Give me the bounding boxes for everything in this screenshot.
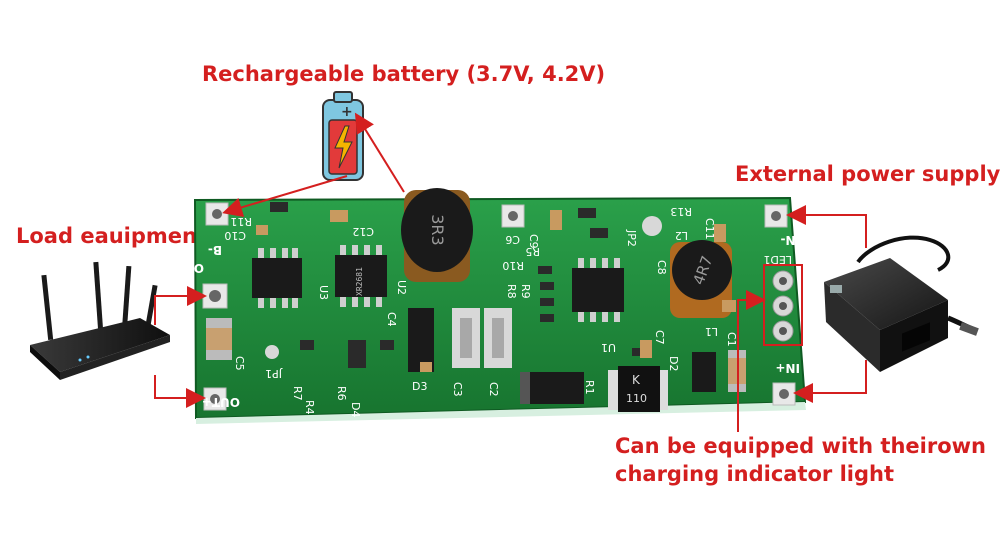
silk-r7: R7 [291,386,304,401]
indicator-label-line1: Can be equipped with theirown [615,434,986,458]
svg-text:K: K [632,373,641,387]
silk-c12: C12 [352,225,374,238]
silk-c2: C2 [487,382,500,397]
silk-d2: D2 [667,356,680,371]
silk-u2: U2 [395,280,408,295]
svg-text:XR2681: XR2681 [355,267,364,296]
silk-c1: C1 [725,332,738,347]
battery-label: Rechargeable battery (3.7V, 4.2V) [202,62,606,86]
silk-r10: R10 [502,259,524,272]
silk-in-minus: IN- [780,233,800,247]
indicator-label-line2: charging indicator light [615,462,894,486]
chip-u2: XR2681 [335,245,387,307]
silk-c11: C11 [703,218,716,240]
chip-u3 [252,248,302,308]
silk-r11: R11 [230,215,252,228]
silk-r6: R6 [335,386,348,401]
silk-u1: U1 [601,341,616,354]
silk-out-plus: OUT+ [202,395,240,409]
indicator-light-label: Can be equipped with theirown charging i… [615,432,986,488]
silk-c10: C10 [224,229,246,242]
silk-c7: C7 [653,330,666,345]
diode-d1 [520,372,584,404]
pcb-board: XR2681 3R3 4R7 K 110 [173,188,807,424]
silk-r9: R9 [519,284,532,299]
router-icon [30,261,170,380]
silk-out-minus: OUT- [173,261,204,275]
load-equipment-label: Load eauipment [16,224,208,248]
silk-jp2: JP2 [625,229,638,247]
silk-c9: C9 [527,234,540,249]
battery-icon: + [322,91,364,181]
svg-text:3R3: 3R3 [428,214,447,245]
silk-r8: R8 [505,284,518,299]
diode-k110: K 110 [608,366,668,412]
svg-text:110: 110 [626,392,647,405]
annotation-lines [154,112,867,432]
diode-d2 [692,352,716,392]
silk-r4: R4 [303,400,316,415]
silk-r1: R1 [583,380,596,395]
external-power-label: External power supply [735,162,1000,186]
inductor-4r7: 4R7 [670,240,732,318]
capacitor-c5 [206,318,232,360]
silk-c6: C6 [505,233,520,246]
silk-b-minus: B- [208,243,222,257]
silk-l1: L1 [705,325,718,338]
silk-u3: U3 [317,285,330,300]
silk-r13: R13 [670,205,692,218]
silk-l2: L2 [675,229,688,242]
silk-in-plus: IN+ [775,361,800,375]
silk-r5: R5 [525,245,540,258]
silk-c8: C8 [655,260,668,275]
chip-u1 [572,258,624,322]
silk-c3: C3 [451,382,464,397]
silk-d4: D4 [349,402,362,417]
silk-jp1: JP1 [265,367,283,380]
diode-d3 [408,308,434,372]
silk-d3: D3 [412,380,427,393]
power-adapter-icon [824,235,979,372]
inductor-3r3: 3R3 [401,188,473,282]
svg-text:+: + [341,104,353,120]
silk-led1: LED1 [763,253,792,266]
silk-c5: C5 [233,356,246,371]
silk-c4: C4 [385,312,398,327]
